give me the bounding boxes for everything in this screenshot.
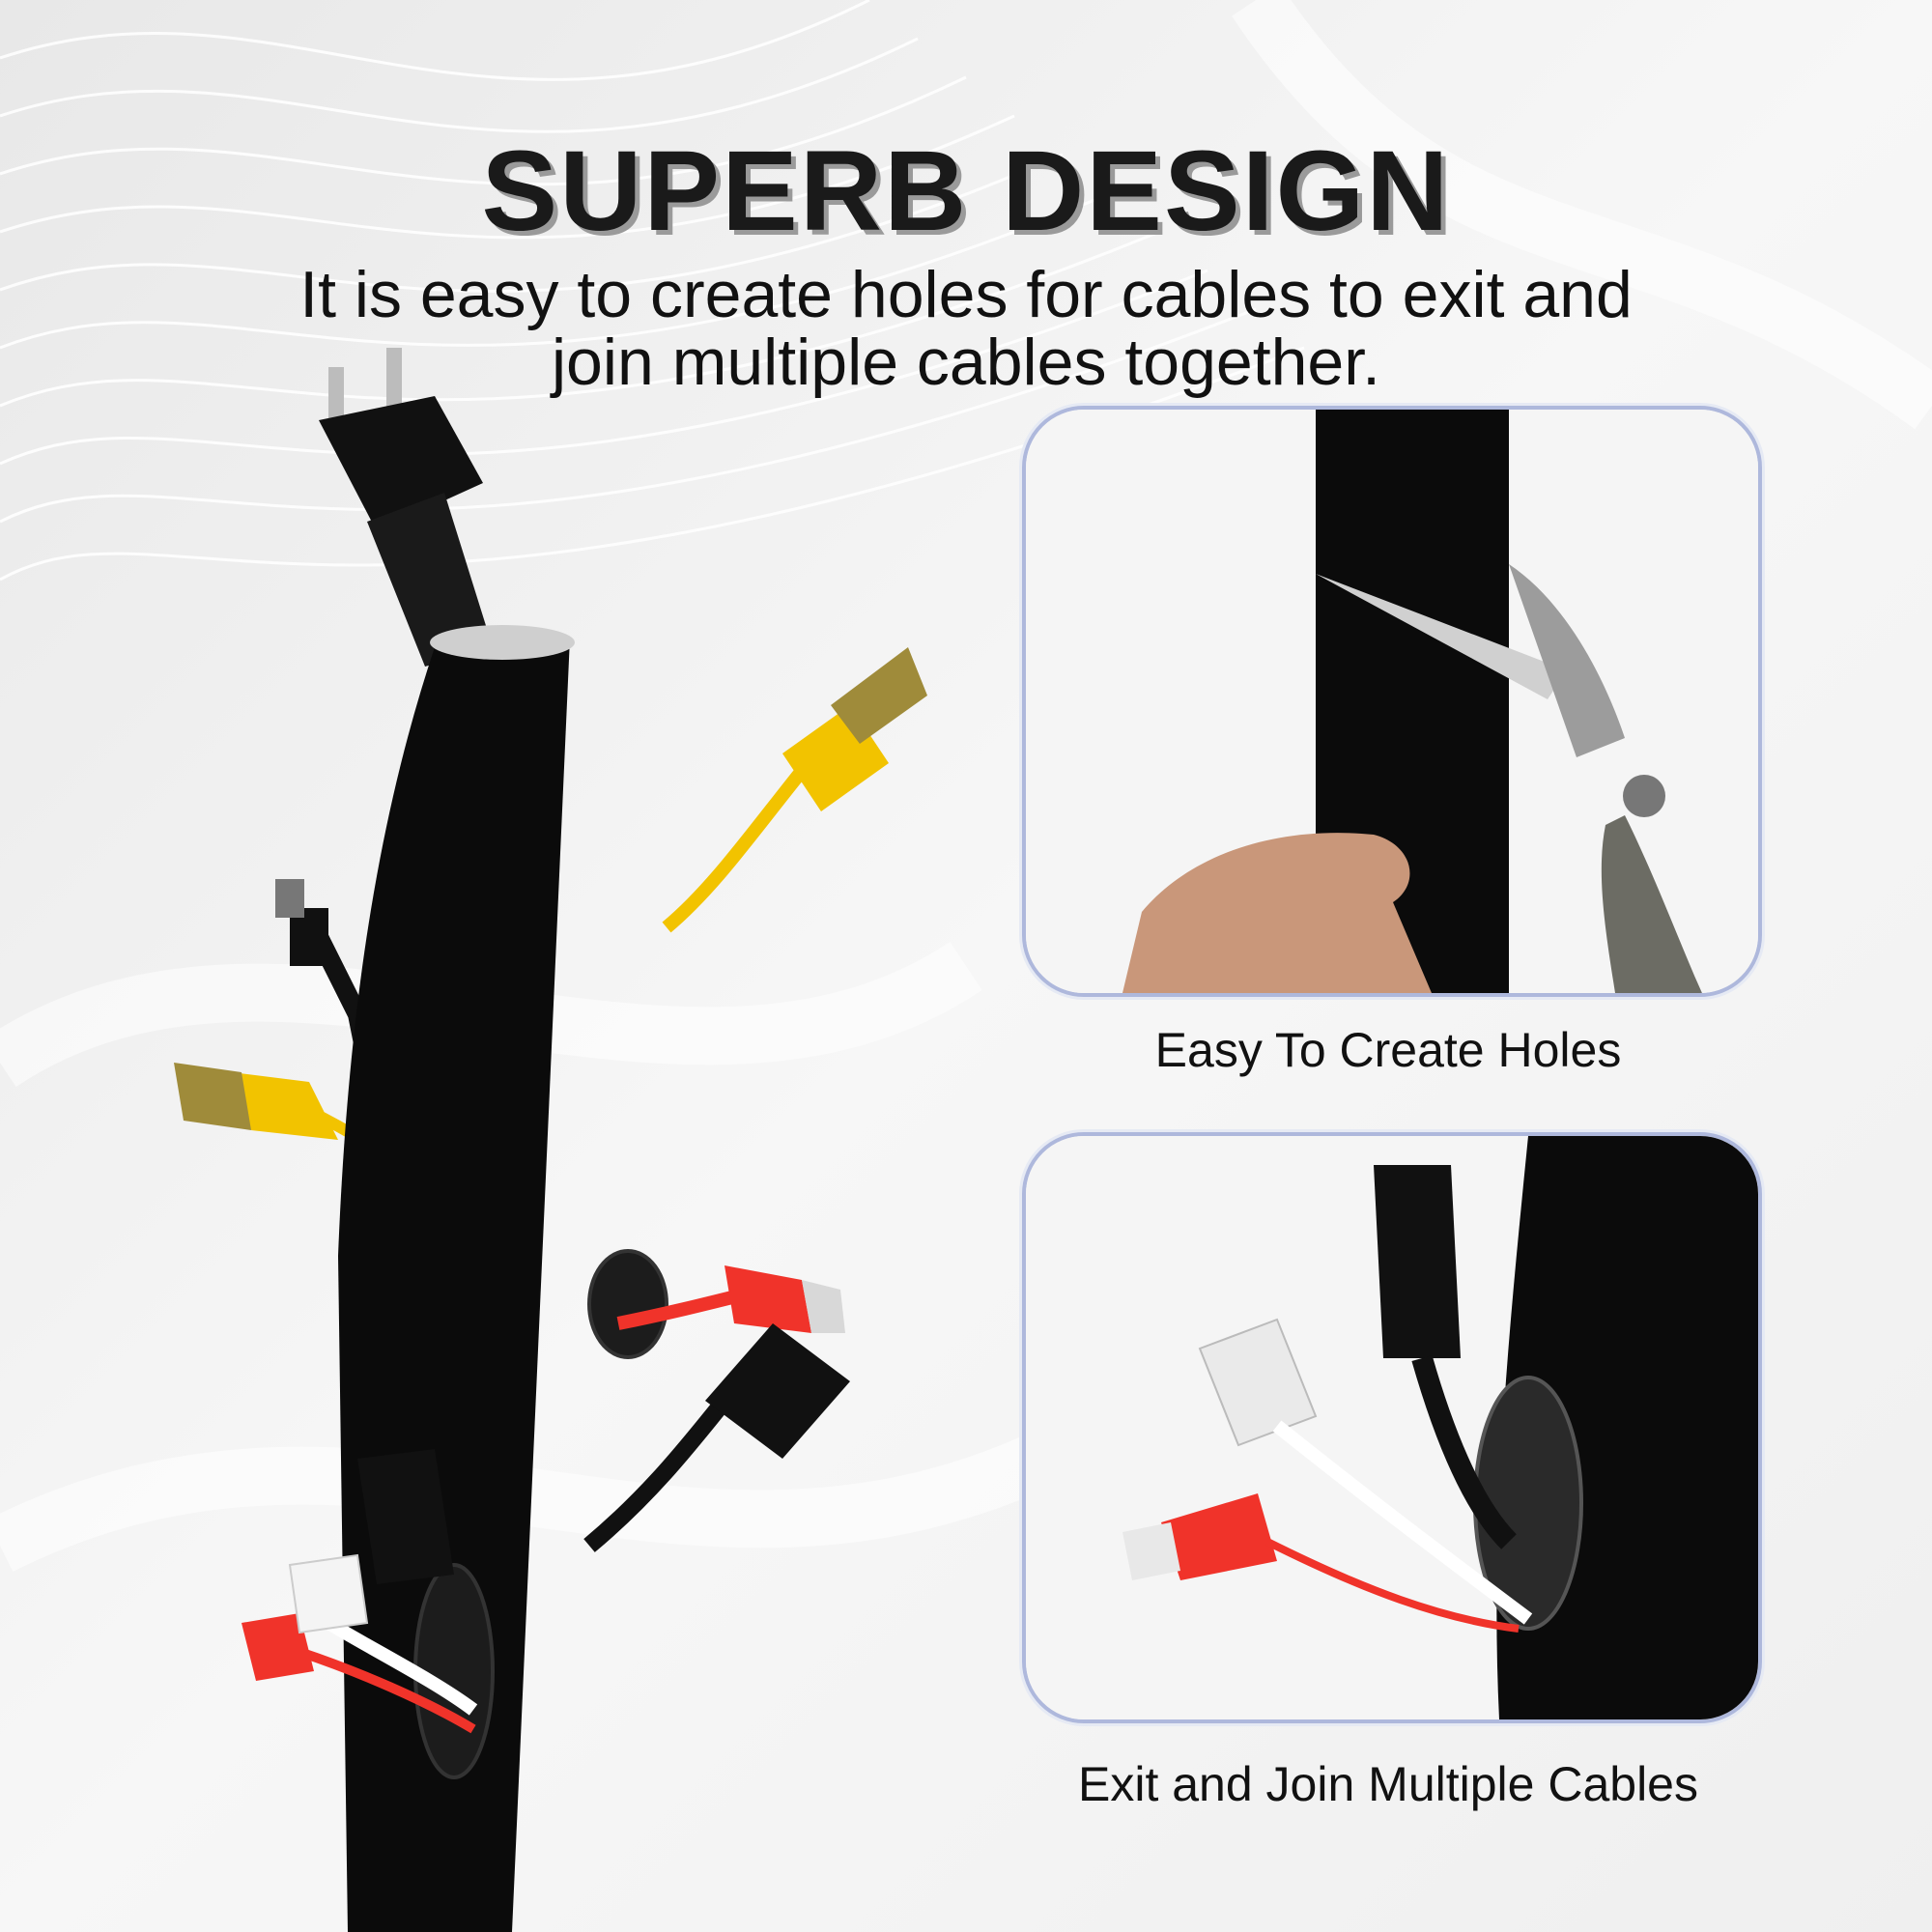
ethernet-cable-red-icon: [616, 1265, 845, 1333]
ac-plug-icon: [319, 348, 493, 667]
bottom-cables-group-icon: [242, 1449, 478, 1734]
ethernet-cable-yellow-icon: [662, 647, 927, 933]
scissors-cutting-sleeve-image: [1026, 410, 1758, 993]
cables-exiting-sleeve-image: [1026, 1136, 1758, 1719]
hand-icon: [1122, 833, 1432, 993]
cable-sleeve-product-image: [174, 348, 927, 1932]
power-cord-icon: [1374, 1165, 1517, 1549]
feature-panel-holes: [1022, 406, 1762, 997]
page-title: SUPERB DESIGN: [481, 128, 1451, 255]
caption-join-cables: Exit and Join Multiple Cables: [1078, 1757, 1698, 1811]
usb-extension-cable-icon: [583, 1323, 850, 1552]
caption-easy-holes: Easy To Create Holes: [1154, 1023, 1622, 1077]
page-subtitle: It is easy to create holes for cables to…: [193, 261, 1739, 396]
usb-cable-white-icon: [1198, 1318, 1533, 1625]
ethernet-cable-red-right-icon: [1122, 1493, 1520, 1633]
scissors-icon: [1316, 564, 1702, 993]
sleeve-body: [338, 627, 570, 1932]
subtitle-line-1: It is easy to create holes for cables to…: [299, 258, 1633, 331]
subtitle-line-2: join multiple cables together.: [551, 326, 1381, 399]
feature-panel-join: [1022, 1132, 1762, 1723]
